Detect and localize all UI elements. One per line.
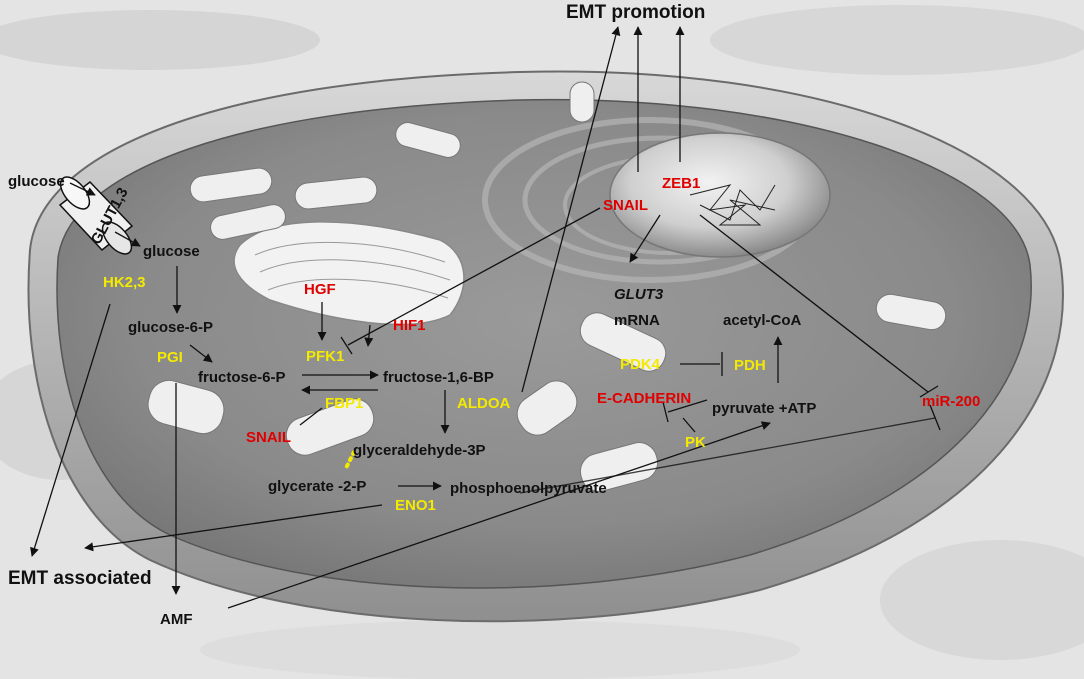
glucose-extracellular-label: glucose — [8, 173, 65, 190]
pyruvate-atp-label: pyruvate +ATP — [712, 400, 816, 417]
fructose-16-bp-label: fructose-1,6-BP — [383, 369, 494, 386]
fbp1-enzyme-label: FBP1 — [325, 395, 363, 412]
golgi-apparatus — [233, 221, 465, 326]
pdh-enzyme-label: PDH — [734, 357, 766, 374]
phosphoenolpyruvate-label: phosphoenolpyruvate — [450, 480, 607, 497]
pfk1-enzyme-label: PFK1 — [306, 348, 344, 365]
fructose-6-p-label: fructose-6-P — [198, 369, 286, 386]
glucose-intracellular-label: glucose — [143, 243, 200, 260]
glut-transporter — [58, 176, 134, 255]
snail-lower-label: SNAIL — [246, 429, 291, 446]
mitochondria — [147, 81, 947, 492]
acetyl-coa-label: acetyl-CoA — [723, 312, 802, 329]
mir-200-label: miR-200 — [922, 393, 980, 410]
hk-enzyme-label: HK2,3 — [103, 274, 146, 291]
mrna-label: mRNA — [614, 312, 660, 329]
aldoa-enzyme-label: ALDOA — [457, 395, 510, 412]
glucose-6-p-label: glucose-6-P — [128, 319, 213, 336]
hgf-label: HGF — [304, 281, 336, 298]
pdk4-enzyme-label: PDK4 — [620, 356, 661, 373]
glut3-label: GLUT3 — [614, 286, 664, 303]
amf-label: AMF — [160, 611, 193, 628]
hif1-label: HIF1 — [393, 317, 426, 334]
e-cadherin-label: E-CADHERIN — [597, 390, 691, 407]
eno1-enzyme-label: ENO1 — [395, 497, 436, 514]
zeb1-label: ZEB1 — [662, 175, 700, 192]
emt-promotion-label: EMT promotion — [566, 2, 705, 23]
pathway-arrows — [30, 26, 941, 609]
glyceraldehyde-3p-label: glyceraldehyde-3P — [353, 442, 486, 459]
labels: EMT promotion EMT associated glucose GLU… — [8, 2, 980, 628]
nucleus — [482, 117, 831, 283]
snail-nucleus-label: SNAIL — [603, 197, 648, 214]
emt-associated-label: EMT associated — [8, 568, 152, 589]
glycerate-2-p-label: glycerate -2-P — [268, 478, 366, 495]
pgi-enzyme-label: PGI — [157, 349, 183, 366]
pk-enzyme-label: PK — [685, 434, 706, 451]
